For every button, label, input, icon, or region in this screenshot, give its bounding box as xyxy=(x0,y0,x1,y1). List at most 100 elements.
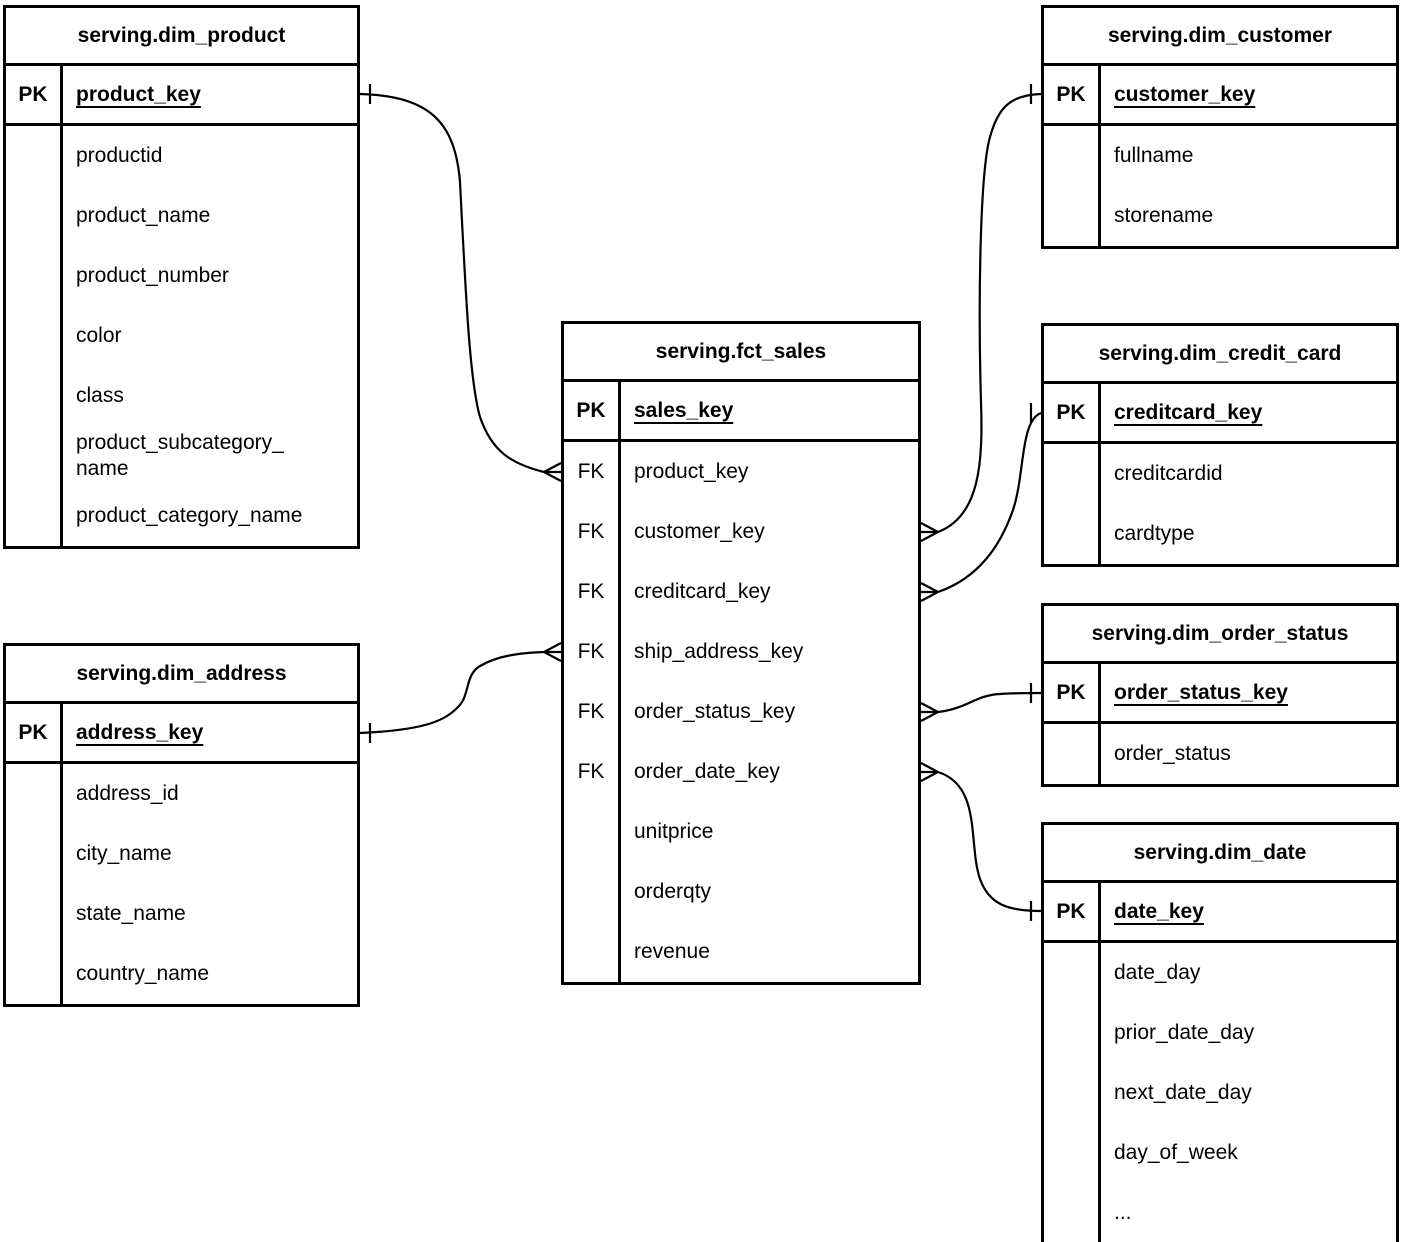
table-row: next_date_day xyxy=(1114,1081,1252,1104)
key-cell xyxy=(1044,186,1101,246)
table-row: productid xyxy=(76,144,163,167)
entity-title: serving.dim_customer xyxy=(1044,8,1396,66)
pk-tag: PK xyxy=(1044,384,1101,441)
crow-foot-many-marker xyxy=(920,702,939,722)
key-cell xyxy=(6,486,63,546)
table-row: order_date_key xyxy=(634,760,780,783)
pk-tag: PK xyxy=(1044,66,1101,123)
table-row: product_key xyxy=(634,460,749,483)
pk-tag: PK xyxy=(6,704,63,761)
pk-row: PK product_key xyxy=(6,66,357,126)
fk-tag: FK xyxy=(564,682,621,742)
relationship-creditcard xyxy=(920,403,1042,602)
table-row: customer_key xyxy=(634,520,765,543)
column-list: FK product_key FK customer_key FK credit… xyxy=(564,442,918,982)
connector-line xyxy=(359,650,545,735)
table-row: product_subcategory_ name xyxy=(76,431,284,480)
table-row: ... xyxy=(1114,1201,1132,1224)
entity-dim-address: serving.dim_address PK address_key addre… xyxy=(3,643,360,1007)
pk-row: PK customer_key xyxy=(1044,66,1396,126)
crow-foot-many-marker xyxy=(920,582,939,602)
table-row: unitprice xyxy=(634,820,714,843)
table-row: address_id xyxy=(76,782,179,805)
fk-tag: FK xyxy=(564,622,621,682)
key-cell xyxy=(1044,1003,1101,1063)
crow-foot-many-marker xyxy=(920,762,939,782)
entity-title: serving.fct_sales xyxy=(564,324,918,382)
table-row: day_of_week xyxy=(1114,1141,1238,1164)
crow-foot-many-marker xyxy=(543,462,562,482)
table-row: class xyxy=(76,384,124,407)
pk-field: product_key xyxy=(76,82,201,106)
relationship-date xyxy=(920,762,1042,921)
connector-line xyxy=(937,92,1042,534)
table-row: country_name xyxy=(76,962,210,985)
pk-tag: PK xyxy=(1044,883,1101,940)
key-cell xyxy=(6,246,63,306)
table-row: fullname xyxy=(1114,144,1194,167)
key-cell xyxy=(6,824,63,884)
key-cell xyxy=(1044,724,1101,784)
entity-title: serving.dim_product xyxy=(6,8,357,66)
key-cell xyxy=(1044,943,1101,1003)
table-row: creditcard_key xyxy=(634,580,771,603)
key-cell xyxy=(6,306,63,366)
pk-field: customer_key xyxy=(1114,82,1256,106)
key-cell xyxy=(1044,444,1101,504)
table-row: product_number xyxy=(76,264,229,287)
pk-tag: PK xyxy=(564,382,621,439)
pk-row: PK date_key xyxy=(1044,883,1396,943)
table-row: color xyxy=(76,324,122,347)
table-row: storename xyxy=(1114,204,1214,227)
relationship-product xyxy=(359,84,562,482)
entity-dim-product: serving.dim_product PK product_key produ… xyxy=(3,5,360,549)
column-list: date_day prior_date_day next_date_day da… xyxy=(1044,943,1396,1242)
table-row: city_name xyxy=(76,842,172,865)
entity-fct-sales: serving.fct_sales PK sales_key FK produc… xyxy=(561,321,921,985)
key-cell xyxy=(6,366,63,426)
fk-tag: FK xyxy=(564,562,621,622)
table-row: ship_address_key xyxy=(634,640,804,663)
fk-tag: FK xyxy=(564,502,621,562)
key-cell xyxy=(6,186,63,246)
table-row: cardtype xyxy=(1114,522,1195,545)
pk-row: PK order_status_key xyxy=(1044,664,1396,724)
table-row: order_status_key xyxy=(634,700,796,723)
key-cell xyxy=(6,944,63,1004)
table-row: product_category_name xyxy=(76,504,303,527)
column-list: creditcardid cardtype xyxy=(1044,444,1396,564)
pk-tag: PK xyxy=(6,66,63,123)
crow-foot-many-marker xyxy=(920,522,939,542)
key-cell xyxy=(564,862,621,922)
entity-dim-order-status: serving.dim_order_status PK order_status… xyxy=(1041,603,1399,787)
key-cell xyxy=(564,922,621,982)
pk-row: PK creditcard_key xyxy=(1044,384,1396,444)
pk-field: address_key xyxy=(76,720,204,744)
relationship-address xyxy=(359,642,562,743)
pk-field: sales_key xyxy=(634,398,734,422)
entity-dim-customer: serving.dim_customer PK customer_key ful… xyxy=(1041,5,1399,249)
column-list: address_id city_name state_name country_… xyxy=(6,764,357,1004)
fk-tag: FK xyxy=(564,442,621,502)
entity-title: serving.dim_credit_card xyxy=(1044,326,1396,384)
entity-title: serving.dim_date xyxy=(1044,825,1396,883)
table-row: prior_date_day xyxy=(1114,1021,1255,1044)
key-cell xyxy=(6,126,63,186)
table-row: state_name xyxy=(76,902,186,925)
key-cell xyxy=(564,802,621,862)
pk-tag: PK xyxy=(1044,664,1101,721)
key-cell xyxy=(1044,1063,1101,1123)
pk-row: PK sales_key xyxy=(564,382,918,442)
key-cell xyxy=(1044,1183,1101,1242)
key-cell xyxy=(6,884,63,944)
pk-row: PK address_key xyxy=(6,704,357,764)
crow-foot-many-marker xyxy=(543,642,562,662)
pk-field: date_key xyxy=(1114,899,1204,923)
entity-title: serving.dim_address xyxy=(6,646,357,704)
table-row: revenue xyxy=(634,940,710,963)
column-list: fullname storename xyxy=(1044,126,1396,246)
relationship-order-status xyxy=(920,683,1042,722)
key-cell xyxy=(1044,504,1101,564)
